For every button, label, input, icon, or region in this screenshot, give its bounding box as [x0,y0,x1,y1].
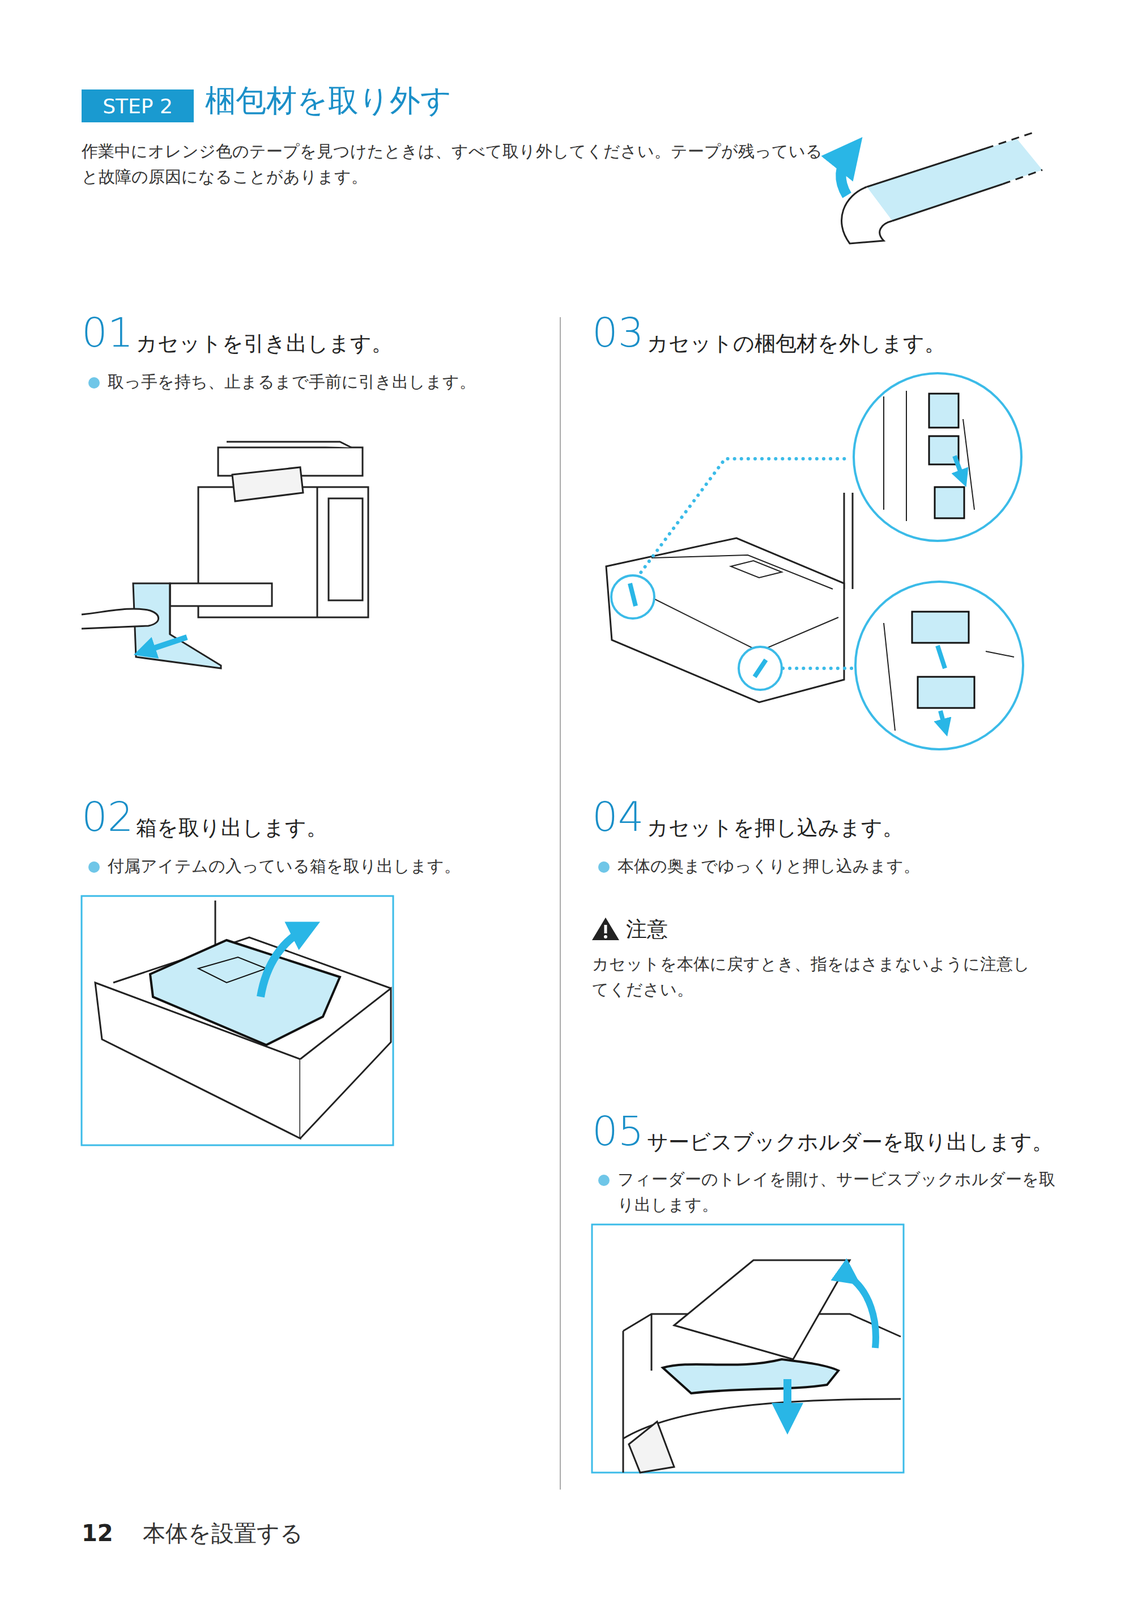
illustration-part [866,148,986,187]
column-divider [559,317,561,1490]
illustration-part [623,555,839,652]
illustration-part [934,487,965,519]
step-heading: カセットを押し込みます。 [646,811,904,845]
caution-text: カセットを本体に戻すとき、指をはさまないように注意してください。 [591,951,1040,1003]
printer-illustration [81,441,369,669]
section-name: 本体を設置する [142,1515,304,1552]
illustration-part [591,917,620,941]
illustration-part [849,1277,876,1349]
illustration-part [629,583,636,607]
illustration-part [954,456,964,479]
illustration-part [840,152,850,196]
caution-icon [591,917,620,941]
illustration-part [754,659,766,677]
illustration-part [603,935,608,939]
illustration-part [783,1379,792,1420]
step-number: 03 [591,310,645,356]
illustration-part [912,611,969,643]
illustration-part [169,583,272,607]
illustration-part [591,1224,904,1473]
illustration-part [866,138,1043,221]
step-heading: 箱を取り出します。 [135,811,328,845]
step-label: STEP 2 [102,94,173,118]
illustration-part [883,390,975,522]
illustration-part [198,957,267,983]
illustration-part [169,583,172,635]
illustration-part [844,492,853,590]
box-removal-figure [81,896,394,1146]
illustration-part [81,608,159,629]
illustration-part [628,1421,675,1473]
illustration-part [81,896,394,1146]
intro-note: 作業中にオレンジ色のテープを見つけたときは、すべて取り外してください。テープが残… [81,138,824,190]
step-instruction: 付属アイテムの入っている箱を取り出します。 [107,853,539,880]
bullet-dot [598,1174,610,1187]
caution-heading: 注意 [625,913,668,946]
illustration-part [232,467,304,502]
illustration-part [150,940,340,1046]
illustration-part [226,441,352,448]
illustration-part [328,498,363,601]
illustration-part [623,1399,901,1439]
illustration-part [937,645,945,728]
step-instruction: フィーダーのトレイを開け、サービスブックホルダーを取り出します。 [617,1166,1066,1218]
step-instruction: 本体の奥までゆっくりと押し込みます。 [617,853,1071,880]
step-instruction: 取っ手を持ち、止まるまで手前に引き出します。 [107,369,539,395]
illustration-part [316,487,319,618]
illustration-part [738,646,782,690]
illustration-part [604,925,608,934]
illustration-part [892,184,1003,221]
illustration-part [985,131,1037,149]
illustration-part [144,637,187,652]
illustration-part [674,1260,850,1360]
bullet-dot [88,377,100,389]
bullet-dot [598,861,610,873]
feeder-figure [591,1224,904,1473]
page-title: 梱包材を取り外す [205,82,452,120]
illustration-part [260,929,306,998]
illustration-part [855,581,1024,750]
step-number: 01 [81,310,134,356]
illustration-part [611,575,655,619]
illustration-part [606,538,845,703]
illustration-part [917,676,975,709]
step-heading: カセットの梱包材を外します。 [646,327,946,360]
page-number: 12 [81,1515,114,1552]
step-number: 05 [591,1109,645,1154]
illustration-part [1002,169,1043,185]
illustration-part [841,186,893,244]
illustration-part [632,458,853,669]
cassette-packing-figure [606,373,1024,750]
illustration-part [853,373,1022,542]
step-badge: STEP 2 [81,89,194,123]
step-heading: サービスブックホルダーを取り出します。 [646,1126,1054,1159]
step-heading: カセットを引き出します。 [135,327,393,360]
bullet-dot [88,861,100,873]
tape-illustration [840,131,1043,244]
illustration-part [662,1359,839,1394]
step-number: 04 [591,794,645,840]
step-number: 02 [81,794,134,840]
illustration-part [929,393,959,428]
illustration-part [730,560,782,578]
